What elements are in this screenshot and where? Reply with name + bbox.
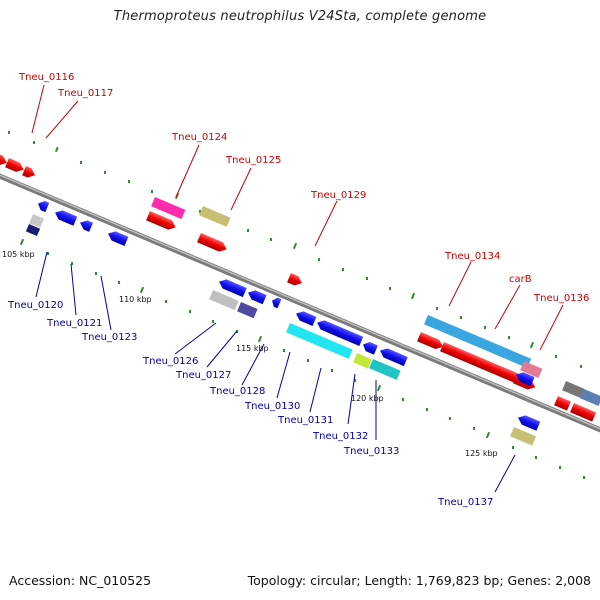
scale-label-115: 115 kbp bbox=[236, 344, 269, 353]
gene-tneu-0133 bbox=[369, 359, 401, 380]
gene-tneu-0130 bbox=[286, 323, 353, 359]
gene-tneu-0127-upper bbox=[219, 279, 247, 298]
backbone-light bbox=[0, 174, 600, 430]
reverse-label-leaders bbox=[35, 251, 516, 493]
gene-forward-under-0134 bbox=[417, 332, 443, 350]
backbone bbox=[0, 173, 600, 433]
gene-forward-edge-steel bbox=[580, 389, 600, 407]
gene-reverse-navy-left bbox=[25, 224, 41, 237]
reverse-labels: Tneu_0120 Tneu_0121 Tneu_0123 Tneu_0126 … bbox=[7, 300, 493, 508]
gene-forward-edge-b bbox=[570, 403, 597, 422]
gene-reverse-left-a bbox=[38, 200, 50, 213]
gene-tneu-0134 bbox=[424, 315, 532, 368]
label-tneu-0131: Tneu_0131 bbox=[277, 415, 333, 426]
gene-tneu-0125 bbox=[199, 206, 231, 227]
gene-tneu-0121 bbox=[80, 220, 94, 232]
label-carb: carB bbox=[509, 274, 532, 285]
label-tneu-0123: Tneu_0123 bbox=[81, 332, 137, 343]
label-tneu-0125: Tneu_0125 bbox=[225, 155, 281, 166]
forward-label-leaders bbox=[31, 84, 564, 351]
accession-text: Accession: NC_010525 bbox=[9, 573, 152, 588]
label-tneu-0133: Tneu_0133 bbox=[343, 446, 399, 457]
label-tneu-0134: Tneu_0134 bbox=[444, 251, 500, 262]
backbone-dark bbox=[0, 173, 600, 433]
gene-forward-left-b bbox=[5, 158, 24, 172]
gene-forward-left-a bbox=[0, 152, 7, 166]
gene-tneu-0136 bbox=[440, 342, 522, 383]
gene-reverse-upper-b bbox=[248, 290, 267, 305]
gene-forward-edge-grey bbox=[562, 381, 585, 399]
gene-tneu-0124 bbox=[151, 197, 186, 220]
label-tneu-0127: Tneu_0127 bbox=[175, 370, 231, 381]
gene-forward-near-0124 bbox=[146, 211, 176, 230]
label-tneu-0120: Tneu_0120 bbox=[7, 300, 63, 311]
gene-forward-edge-a bbox=[554, 396, 571, 411]
gene-reverse-mid-a bbox=[296, 311, 317, 327]
label-tneu-0129: Tneu_0129 bbox=[310, 190, 366, 201]
gene-tneu-0137 bbox=[510, 427, 537, 446]
genome-info-text: Topology: circular; Length: 1,769,823 bp… bbox=[247, 573, 591, 588]
forward-genes bbox=[0, 152, 600, 422]
label-tneu-0121: Tneu_0121 bbox=[46, 318, 102, 329]
gene-tneu-0128 bbox=[272, 297, 282, 309]
gene-tneu-0131 bbox=[317, 320, 364, 346]
gene-tneu-0126 bbox=[209, 290, 239, 311]
label-tneu-0126: Tneu_0126 bbox=[142, 356, 198, 367]
gene-forward-left-c bbox=[22, 166, 36, 178]
label-tneu-0128: Tneu_0128 bbox=[209, 386, 265, 397]
gene-tneu-0123 bbox=[108, 231, 129, 247]
label-tneu-0137: Tneu_0137 bbox=[437, 497, 493, 508]
map-title: Thermoproteus neutrophilus V24Sta, compl… bbox=[113, 9, 487, 24]
reverse-genes bbox=[25, 200, 541, 446]
label-tneu-0130: Tneu_0130 bbox=[244, 401, 300, 412]
gene-reverse-arrow-right bbox=[516, 372, 535, 387]
gene-reverse-mid-c bbox=[380, 348, 408, 367]
gene-tneu-0120 bbox=[55, 210, 78, 226]
label-tneu-0124: Tneu_0124 bbox=[171, 132, 227, 143]
gene-tneu-0127 bbox=[237, 302, 258, 319]
scale-label-105: 105 kbp bbox=[2, 250, 35, 259]
scale-label-120: 120 kbp bbox=[351, 394, 384, 403]
label-tneu-0117: Tneu_0117 bbox=[57, 88, 113, 99]
scale-label-125: 125 kbp bbox=[465, 449, 498, 458]
gene-carb bbox=[520, 361, 543, 379]
gene-reverse-mid-b bbox=[363, 341, 378, 355]
gene-tneu-0129 bbox=[287, 273, 302, 286]
label-tneu-0136: Tneu_0136 bbox=[533, 293, 589, 304]
gene-forward-near-0125 bbox=[197, 233, 227, 252]
scale-ticks-lower bbox=[19, 238, 585, 479]
scale-label-110: 110 kbp bbox=[119, 295, 152, 304]
gene-reverse-grey-left bbox=[29, 214, 45, 228]
forward-labels: Tneu_0116 Tneu_0117 Tneu_0124 Tneu_0125 … bbox=[18, 72, 589, 304]
scale-ticks-upper bbox=[8, 131, 582, 368]
label-tneu-0132: Tneu_0132 bbox=[312, 431, 368, 442]
label-tneu-0116: Tneu_0116 bbox=[18, 72, 74, 83]
gene-tneu-0132 bbox=[353, 353, 372, 369]
scale-labels: 105 kbp 110 kbp 115 kbp 120 kbp 125 kbp bbox=[2, 250, 498, 458]
gene-reverse-right bbox=[518, 415, 541, 431]
